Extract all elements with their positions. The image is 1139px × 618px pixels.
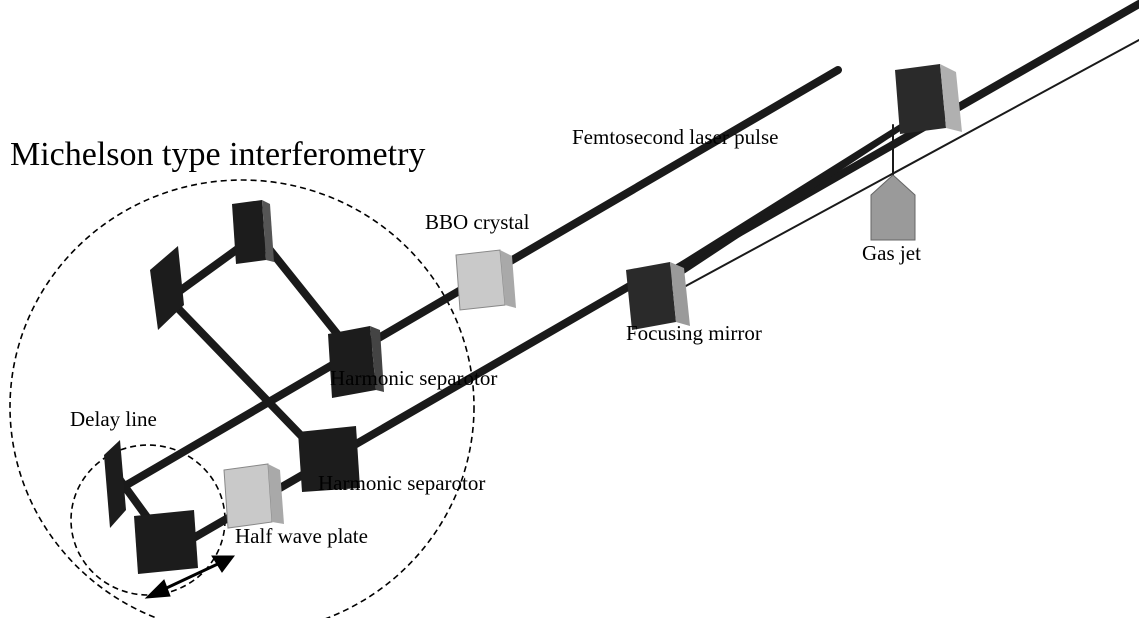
label-half-wave-plate: Half wave plate: [235, 524, 368, 548]
beam-focus-b: [652, 112, 923, 293]
arrowhead-left: [144, 579, 171, 599]
label-gas-jet: Gas jet: [862, 241, 921, 265]
mirror-top: [232, 200, 266, 264]
output-mirror: [895, 64, 946, 134]
label-harmonic-separator-lower: Harmonic separotor: [318, 471, 485, 495]
diagram-title: Michelson type interferometry: [10, 136, 425, 173]
optics: [104, 64, 962, 574]
label-harmonic-separator-upper: Harmonic separotor: [330, 366, 497, 390]
half-wave-plate: [223, 463, 273, 529]
focusing-mirror: [626, 262, 676, 330]
label-focusing-mirror: Focusing mirror: [626, 321, 762, 345]
arrowhead-right: [211, 555, 235, 573]
mirror-left: [150, 246, 184, 330]
label-delay-line: Delay line: [70, 407, 157, 431]
label-femtosecond-laser-pulse: Femtosecond laser pulse: [572, 125, 778, 149]
delay-line-mirror: [104, 440, 126, 528]
harmonic-separator-lower: [298, 426, 360, 492]
beam-thin: [659, 39, 1139, 301]
delay-line-block: [134, 510, 198, 574]
arm-diagonal-b: [166, 296, 319, 454]
bbo-crystal: [455, 249, 506, 311]
gas-jet-nozzle: [870, 174, 916, 241]
harmonic-separator-upper: [328, 326, 376, 398]
arm-diagonal-a: [258, 236, 354, 354]
label-bbo-crystal: BBO crystal: [425, 210, 530, 234]
delay-arrow: [144, 555, 235, 599]
interferometer-boundary: [9, 179, 475, 618]
